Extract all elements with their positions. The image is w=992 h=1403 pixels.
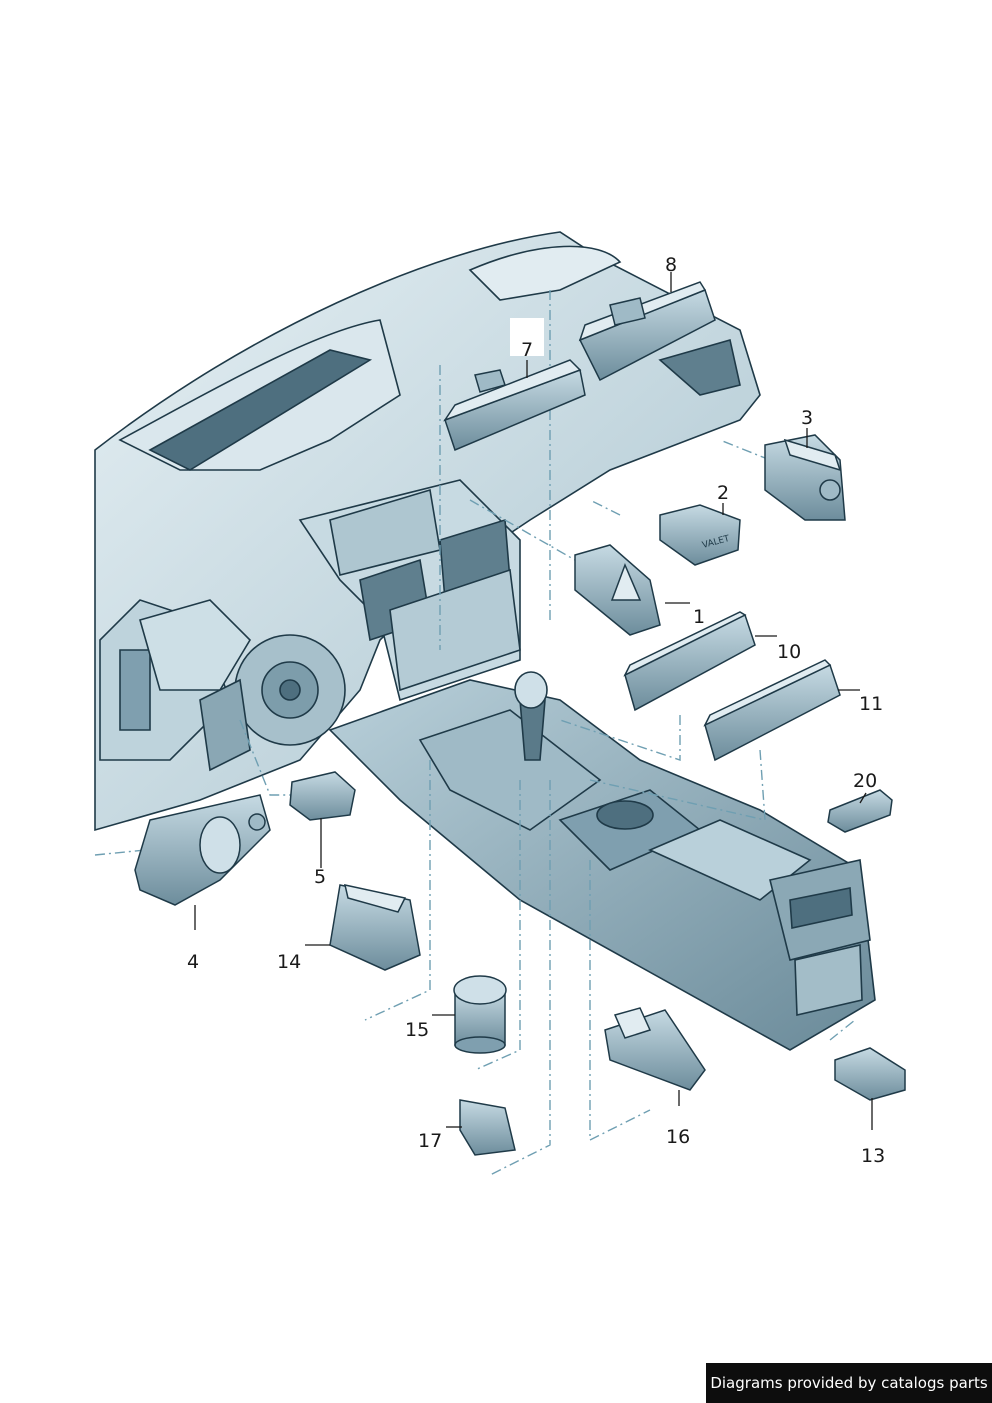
part-14-switch [329,884,421,971]
part-8-climate-panel [578,281,716,382]
part-4-light-switch [134,794,271,906]
part-20-button [827,789,893,833]
callout-label-7: 7 [521,339,534,361]
part-17-socket [459,1099,516,1156]
callout-label-14: 14 [277,951,302,973]
part-15-start-stop [453,975,507,1054]
callout-pointer-lines [194,272,873,1130]
leader-lines [94,290,856,1176]
callout-label-5: 5 [314,866,327,888]
callout-label-10: 10 [777,641,802,663]
part-11-switch-strip [703,659,841,762]
part-7-switch-strip [443,359,586,452]
callout-label-15: 15 [405,1019,430,1041]
part-16-window-switch [604,1007,706,1091]
label-background-7 [510,318,544,356]
callout-label-20: 20 [853,770,878,792]
part-5-switch [289,771,356,821]
part-2-valet-switch: VALET [659,504,741,566]
callout-label-16: 16 [666,1126,691,1148]
callout-label-4: 4 [187,951,200,973]
part-3-switch [764,434,846,521]
dashboard-illustration [94,231,761,832]
callout-label-3: 3 [801,407,814,429]
part-13-switch [834,1047,906,1101]
part-10-esp-strip [623,611,756,712]
callout-label-2: 2 [717,482,730,504]
center-console-illustration [328,671,876,1051]
callout-label-13: 13 [861,1145,886,1167]
callout-label-11: 11 [859,693,884,715]
callout-label-1: 1 [693,606,706,628]
callout-label-8: 8 [665,254,678,276]
credit-banner: Diagrams provided by catalogs parts [706,1363,992,1403]
part-1-airbag-switch [574,544,661,636]
callout-label-17: 17 [418,1130,443,1152]
